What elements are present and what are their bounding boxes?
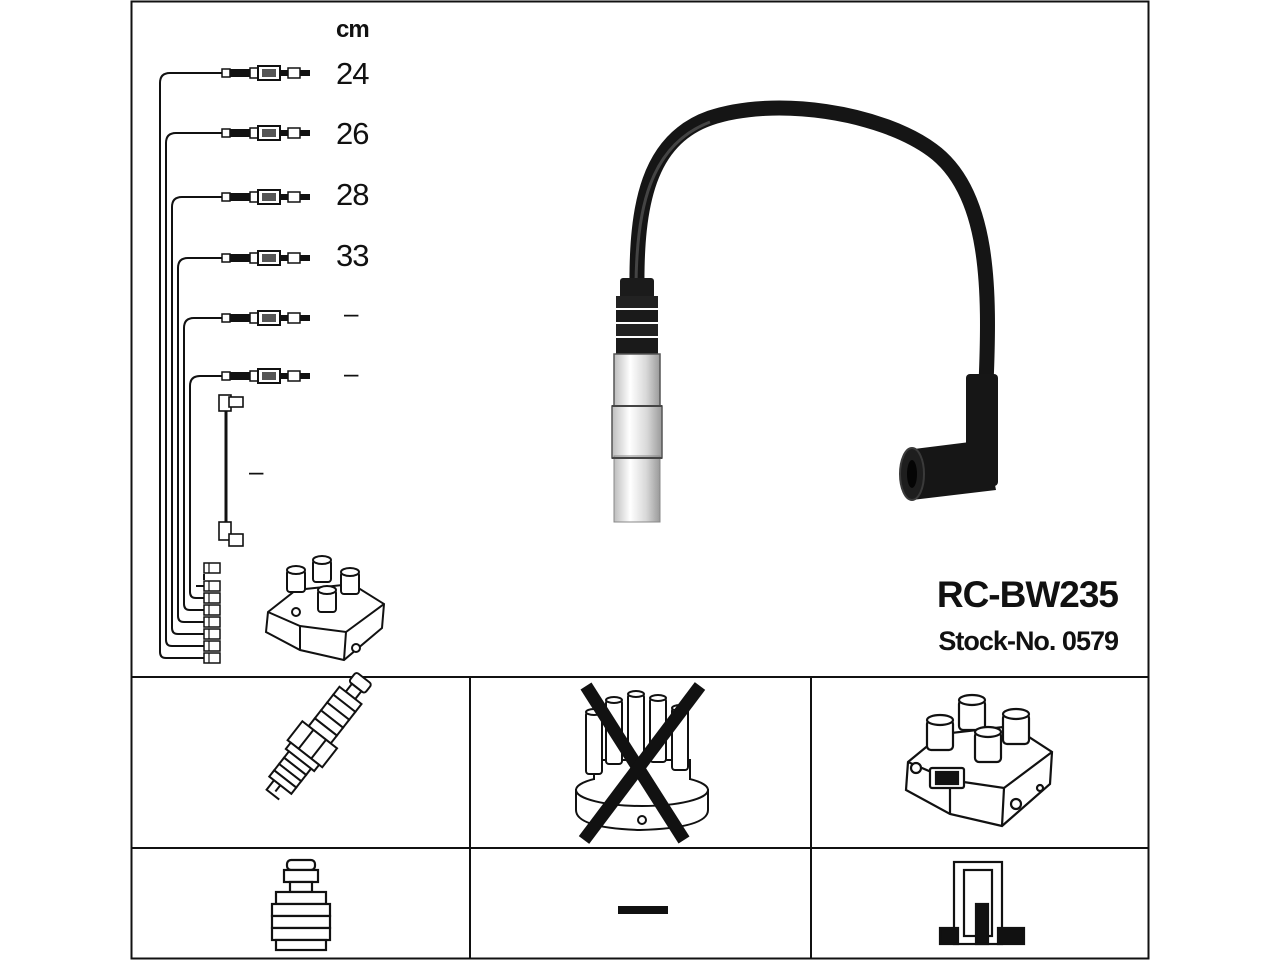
lead-length-6: – — [344, 358, 359, 388]
lead-length-4: 33 — [336, 238, 369, 273]
lead-length-1: 24 — [336, 56, 369, 91]
ignition-lead-set-schematic-icon — [159, 65, 311, 664]
lead-length-2: 26 — [336, 116, 369, 151]
lead-length-3: 28 — [336, 177, 369, 212]
ignition-cable-icon — [611, 100, 998, 523]
ignition-coil-icon — [904, 693, 1054, 828]
ignition-coil-small-icon — [264, 555, 386, 662]
stock-number: Stock-No. 0579 — [938, 626, 1119, 656]
frame-lines — [130, 0, 1150, 960]
product-model: RC-BW235 — [936, 574, 1119, 615]
distributor-cap-crossed-out-icon — [575, 682, 709, 844]
coil-lead-length: – — [249, 456, 264, 486]
spark-plug-icon — [265, 672, 372, 801]
distributor-rotor-not-applicable-mark — [618, 906, 668, 914]
lead-length-5: – — [344, 298, 359, 328]
length-unit-label: cm — [336, 16, 370, 43]
coil-terminal-icon — [938, 860, 1026, 946]
spark-plug-terminal-nut-icon — [270, 858, 332, 952]
